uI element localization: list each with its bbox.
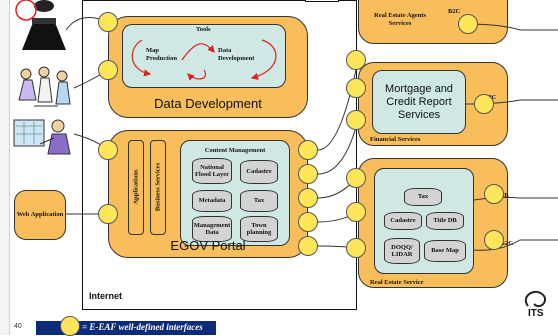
left-strip — [0, 0, 10, 335]
its-logo-icon: ITS — [528, 308, 544, 319]
content-management-title: Content Management — [204, 147, 266, 154]
interface-circle — [98, 140, 118, 160]
egov-portal-title: EGOV Portal — [170, 238, 246, 253]
store-cadastre: Cadastre — [240, 160, 278, 184]
interface-circle — [346, 168, 366, 188]
re-store-doqq-lidar: DOQQ/ LIDAR — [384, 238, 420, 264]
map-reader-icon — [12, 114, 78, 160]
internet-label: Internet — [89, 291, 123, 301]
web-application-label: Web Application — [16, 211, 64, 219]
mortgage-box: Mortgage and Credit Report Services — [372, 70, 466, 134]
interface-circle — [346, 238, 366, 258]
interface-circle — [484, 184, 504, 204]
interface-circle — [298, 212, 318, 232]
interface-circle — [298, 236, 318, 256]
data-development-tool-label: Data Development — [218, 47, 255, 62]
interface-circle — [98, 204, 118, 224]
top-tab-stub — [305, 0, 339, 2]
interface-circle — [98, 60, 118, 80]
real-estate-agents-box — [358, 0, 508, 44]
re-store-tax: Tax — [404, 188, 442, 206]
interface-circle — [474, 94, 494, 114]
interface-circle — [346, 202, 366, 222]
interface-circle — [346, 78, 366, 98]
business-person-icon — [14, 0, 74, 55]
financial-services-label: Financial Services — [370, 136, 421, 143]
tools-arrow-2 — [181, 43, 215, 61]
tools-arrow-1 — [131, 39, 152, 77]
web-application-box: Web Application — [14, 190, 66, 240]
legend-bar — [36, 321, 216, 335]
store-national-flood-layer: National Flood Layer — [192, 158, 232, 184]
its-logo-text: ITS — [528, 308, 544, 319]
people-sketch-icon — [14, 62, 76, 114]
interface-circle — [298, 188, 318, 208]
interface-circle — [458, 14, 478, 34]
interface-circle — [346, 110, 366, 130]
legend-text: = E-EAF well-defined interfaces — [82, 322, 203, 332]
tools-arrow-3 — [250, 39, 277, 80]
mortgage-label: Mortgage and Credit Report Services — [385, 82, 453, 121]
interface-circle — [298, 164, 318, 184]
store-management-data: Management Data — [192, 216, 232, 242]
real-estate-agents-label: Real Estate Agents Services — [374, 12, 426, 27]
re-store-cadastre: Cadastre — [384, 212, 422, 230]
map-production-label: Map Production — [146, 47, 177, 62]
slide-number: 40 — [14, 323, 22, 330]
re-store-base-map: Base Map — [424, 240, 466, 262]
tools-arrow-4 — [187, 69, 206, 81]
interface-circle — [298, 140, 318, 160]
data-development-title: Data Development — [154, 96, 262, 111]
real-estate-service-label: Real Estate Service — [370, 279, 424, 286]
interface-circle — [98, 12, 118, 32]
re-store-title-db: Title DB — [426, 212, 464, 230]
business-services-column — [150, 140, 166, 235]
store-town-planning: Town planning — [240, 216, 278, 242]
interface-circle — [346, 50, 366, 70]
g2g-label: G2G — [500, 240, 514, 247]
tools-title: Tools — [196, 26, 211, 33]
legend-interface-circle — [60, 316, 80, 336]
b2c-top-label: B2C — [448, 8, 461, 15]
interface-circle — [484, 230, 504, 250]
store-metadata: Metadata — [192, 190, 232, 212]
store-tax: Tax — [240, 190, 278, 212]
applications-column — [128, 140, 144, 235]
